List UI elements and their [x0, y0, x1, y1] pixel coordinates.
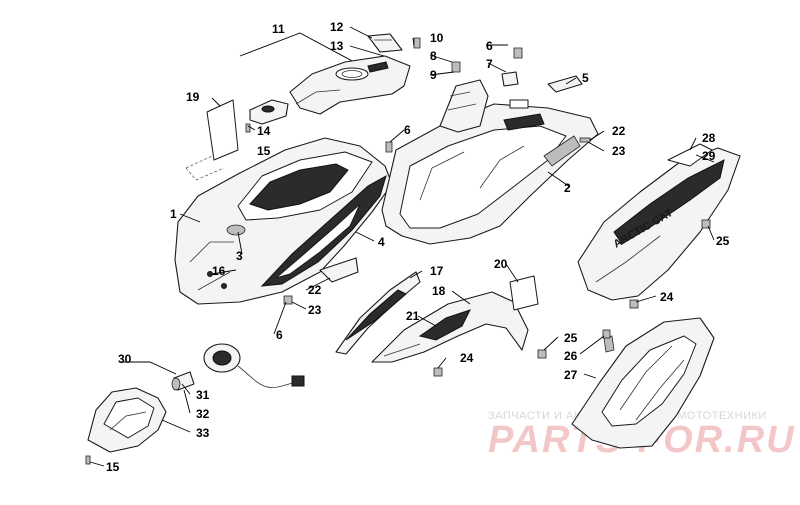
part-20-decal [509, 275, 539, 311]
callout-7: 7 [486, 57, 493, 71]
callout-4: 4 [378, 235, 385, 249]
callout-31: 31 [196, 388, 210, 402]
callout-27: 27 [564, 368, 578, 382]
fasteners-top [385, 37, 523, 153]
callout-5: 5 [582, 71, 589, 85]
part-front-fender [174, 137, 393, 305]
callout-24-right: 24 [660, 290, 674, 304]
callout-30: 30 [118, 352, 132, 366]
callout-23-right: 23 [612, 144, 626, 158]
part-rear-side-panel: ARCTIC CAT [577, 143, 741, 301]
callout-17: 17 [430, 264, 444, 278]
callout-13: 13 [330, 39, 344, 53]
part-5-trim [547, 75, 583, 93]
part-lower-guard [371, 291, 529, 363]
callout-22-left: 22 [308, 283, 322, 297]
callout-22-right: 22 [612, 124, 626, 138]
part-headlight-bulb [171, 343, 305, 391]
callout-8: 8 [430, 49, 437, 63]
callout-28: 28 [702, 131, 716, 145]
bolt-26 [602, 329, 611, 339]
clip-22-23 [579, 137, 591, 143]
callout-23-left: 23 [308, 303, 322, 317]
part-headlight-housing [87, 387, 167, 453]
callout-3: 3 [236, 249, 243, 263]
bracket-30 [120, 361, 177, 375]
leader-lines [89, 26, 715, 467]
callout-10: 10 [430, 31, 444, 45]
callout-2: 2 [564, 181, 571, 195]
part-19-decal [185, 99, 239, 181]
part-tank-cover [289, 55, 411, 115]
callout-29: 29 [702, 149, 716, 163]
callout-20: 20 [494, 257, 508, 271]
callout-15-lower: 15 [106, 460, 120, 474]
callout-6-mid: 6 [404, 123, 411, 137]
callout-15-upper: 15 [257, 144, 271, 158]
callout-labels: 1 2 3 4 5 6 6 6 7 8 9 10 11 12 13 14 15 … [106, 20, 730, 474]
callout-33: 33 [196, 426, 210, 440]
part-footwell [571, 317, 715, 449]
callout-14: 14 [257, 124, 271, 138]
callout-26: 26 [564, 349, 578, 363]
callout-24-left: 24 [460, 351, 474, 365]
callout-1: 1 [170, 207, 177, 221]
callout-6-low: 6 [276, 328, 283, 342]
callout-12: 12 [330, 20, 344, 34]
part-12-trim [367, 33, 403, 53]
callout-16: 16 [212, 264, 226, 278]
grommet-25-right [701, 219, 711, 229]
callout-25-right: 25 [716, 234, 730, 248]
part-rear-body [381, 79, 599, 245]
clip-24-right [629, 299, 639, 309]
part-16-tab [319, 257, 359, 283]
callout-32: 32 [196, 407, 210, 421]
callout-6-top: 6 [486, 39, 493, 53]
callout-21: 21 [406, 309, 420, 323]
grommet-25-center [537, 349, 547, 359]
callout-11: 11 [272, 22, 285, 36]
callout-25-center: 25 [564, 331, 578, 345]
clip-24-left [433, 367, 443, 377]
screw-15-lower [85, 455, 91, 465]
callout-18: 18 [432, 284, 446, 298]
grommet-23 [283, 295, 293, 305]
part-14-switch [245, 99, 289, 133]
part-17-flare [335, 271, 421, 355]
callout-19: 19 [186, 90, 200, 104]
callout-9: 9 [430, 68, 437, 82]
